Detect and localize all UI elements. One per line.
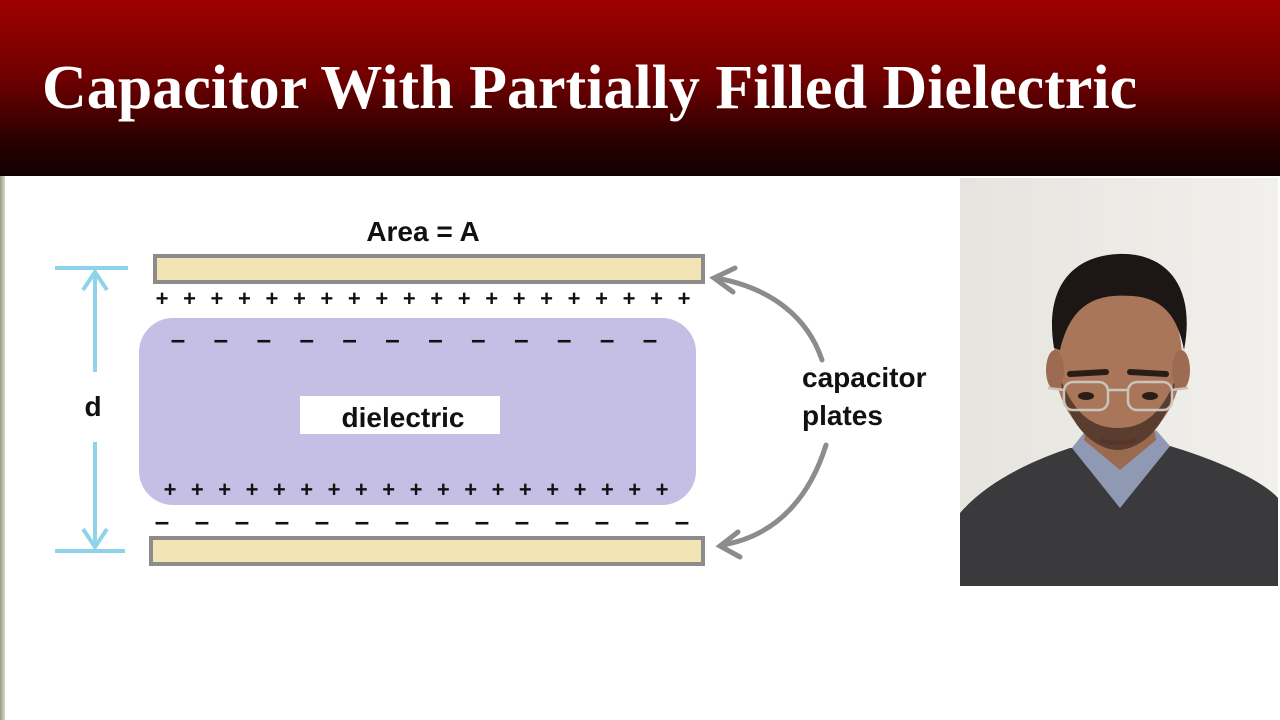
presenter-webcam	[960, 178, 1278, 586]
presenter-mouth	[1099, 438, 1137, 445]
positive-charge: +	[628, 477, 641, 502]
positive-charge: +	[546, 477, 559, 502]
positive-charge: +	[430, 286, 443, 311]
presenter-beard	[1060, 378, 1176, 450]
negative-charge: –	[471, 324, 485, 354]
positive-charge: +	[320, 286, 333, 311]
negative-charge: –	[275, 506, 289, 536]
positive-charge: +	[164, 477, 177, 502]
capacitor-diagram: Area = A ++++++++++++++++++++ ––––––––––…	[55, 216, 927, 566]
negative-charge: –	[395, 506, 409, 536]
positive-charge: +	[273, 477, 286, 502]
negative-charge: –	[171, 324, 185, 354]
negative-charge: –	[515, 506, 529, 536]
presenter-sweater	[960, 446, 1278, 586]
positive-charge: +	[328, 477, 341, 502]
positive-charge: +	[382, 477, 395, 502]
plates-label-line1: capacitor	[802, 362, 927, 393]
slide-title: Capacitor With Partially Filled Dielectr…	[42, 54, 1138, 122]
dielectric-positive-charges: + + + + + + + + + + + + + + + + + + +	[164, 477, 669, 502]
positive-charge: +	[656, 477, 669, 502]
positive-charge: +	[458, 286, 471, 311]
positive-charge: +	[623, 286, 636, 311]
negative-charge: –	[315, 506, 329, 536]
positive-charge: +	[519, 477, 532, 502]
dielectric-label-box	[300, 396, 500, 434]
negative-charge: –	[675, 506, 689, 536]
positive-charge: +	[156, 286, 169, 311]
positive-charge: +	[300, 477, 313, 502]
positive-charge: +	[218, 477, 231, 502]
positive-charge: +	[355, 477, 368, 502]
positive-charge: +	[492, 477, 505, 502]
negative-charge: –	[355, 506, 369, 536]
presenter-left-ear	[1046, 350, 1064, 390]
area-label: Area = A	[366, 216, 479, 247]
presenter-hair	[1051, 253, 1187, 350]
bottom-capacitor-plate	[149, 536, 705, 566]
negative-charge: –	[342, 324, 356, 354]
positive-charge: +	[650, 286, 663, 311]
separation-label: d	[84, 391, 101, 422]
negative-charge: –	[475, 506, 489, 536]
negative-charge: –	[435, 506, 449, 536]
positive-charge: +	[348, 286, 361, 311]
positive-charge: +	[238, 286, 251, 311]
dielectric-label: dielectric	[342, 402, 465, 433]
negative-charge: –	[235, 506, 249, 536]
positive-charge: +	[293, 286, 306, 311]
negative-charge: –	[600, 324, 614, 354]
presenter-glasses	[1047, 380, 1189, 412]
presenter-face	[1054, 272, 1182, 444]
title-banner: Capacitor With Partially Filled Dielectr…	[0, 0, 1280, 176]
positive-charge: +	[375, 286, 388, 311]
positive-charge: +	[464, 477, 477, 502]
negative-charge: –	[257, 324, 271, 354]
negative-charge: –	[557, 324, 571, 354]
left-edge-strip	[0, 176, 5, 720]
positive-charge: +	[601, 477, 614, 502]
negative-charge: –	[555, 506, 569, 536]
dielectric-negative-charges: ––––––––––––	[171, 324, 657, 354]
separation-dimension	[55, 266, 128, 553]
negative-charge: –	[155, 506, 169, 536]
positive-charge: +	[678, 286, 691, 311]
top-plate-positive-charges: + + + + + + + + + + + + + + + + + + + +	[156, 286, 691, 311]
negative-charge: –	[195, 506, 209, 536]
positive-charge: +	[485, 286, 498, 311]
negative-charge: –	[643, 324, 657, 354]
negative-charge: –	[385, 324, 399, 354]
positive-charge: +	[437, 477, 450, 502]
presenter-right-eye	[1142, 392, 1158, 400]
positive-charge: +	[410, 477, 423, 502]
plate-pointer-arrows	[709, 265, 829, 560]
positive-charge: +	[513, 286, 526, 311]
negative-charge: –	[635, 506, 649, 536]
positive-charge: +	[191, 477, 204, 502]
positive-charge: +	[568, 286, 581, 311]
positive-charge: +	[540, 286, 553, 311]
positive-charge: +	[210, 286, 223, 311]
presenter-left-eye	[1078, 392, 1094, 400]
positive-charge: +	[595, 286, 608, 311]
bottom-plate-negative-charges: ––––––––––––––	[155, 506, 689, 536]
positive-charge: +	[183, 286, 196, 311]
negative-charge: –	[299, 324, 313, 354]
presenter-eyebrows	[1067, 369, 1169, 377]
positive-charge: +	[403, 286, 416, 311]
negative-charge: –	[214, 324, 228, 354]
top-capacitor-plate	[153, 254, 705, 284]
negative-charge: –	[514, 324, 528, 354]
positive-charge: +	[574, 477, 587, 502]
negative-charge: –	[428, 324, 442, 354]
plates-label-line2: plates	[802, 400, 883, 431]
positive-charge: +	[265, 286, 278, 311]
presenter-right-ear	[1172, 350, 1190, 390]
positive-charge: +	[246, 477, 259, 502]
negative-charge: –	[595, 506, 609, 536]
